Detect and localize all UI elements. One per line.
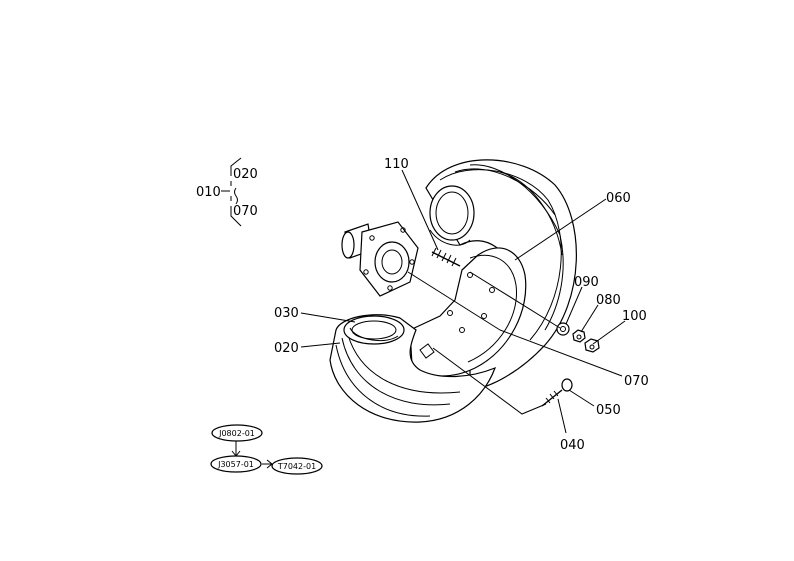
reference-oval-2: J3057-01: [210, 455, 262, 473]
assembly-child-label-1: 020: [233, 167, 258, 182]
callout-080: 080: [596, 293, 621, 308]
callout-050: 050: [596, 403, 621, 418]
reference-oval-1: J0802-01: [211, 424, 263, 442]
callout-100: 100: [622, 309, 647, 324]
callout-020: 020: [274, 341, 299, 356]
callout-040: 040: [560, 438, 585, 453]
assembly-bracket: 010 020 070: [196, 157, 258, 227]
reference-tree: J0802-01 J3057-01 T7042-01: [210, 424, 323, 475]
wheel-hub: [341, 221, 419, 297]
callout-070: 070: [624, 374, 649, 389]
reference-code-1: J0802-01: [218, 429, 255, 438]
valve-cap: [561, 378, 573, 392]
callout-060: 060: [606, 191, 631, 206]
callout-labels: 110 060 090 080 100 030 020 070 050 040: [274, 157, 649, 453]
reference-code-2: J3057-01: [217, 460, 254, 469]
tire-inner-half: [329, 314, 497, 423]
tire-outer-half: [425, 159, 577, 391]
callout-030: 030: [274, 306, 299, 321]
stud-bolt: [431, 247, 461, 267]
assembly-child-label-2: 070: [233, 204, 258, 219]
reference-oval-3: T7042-01: [271, 457, 323, 475]
washer-090: [556, 322, 570, 336]
reference-code-3: T7042-01: [277, 462, 316, 471]
callout-090: 090: [574, 275, 599, 290]
assembly-parent-label: 010: [196, 185, 221, 200]
nut-080: [572, 329, 586, 343]
callout-110: 110: [384, 157, 409, 172]
leader-lines: [300, 169, 626, 434]
valve-stem: [541, 389, 563, 407]
